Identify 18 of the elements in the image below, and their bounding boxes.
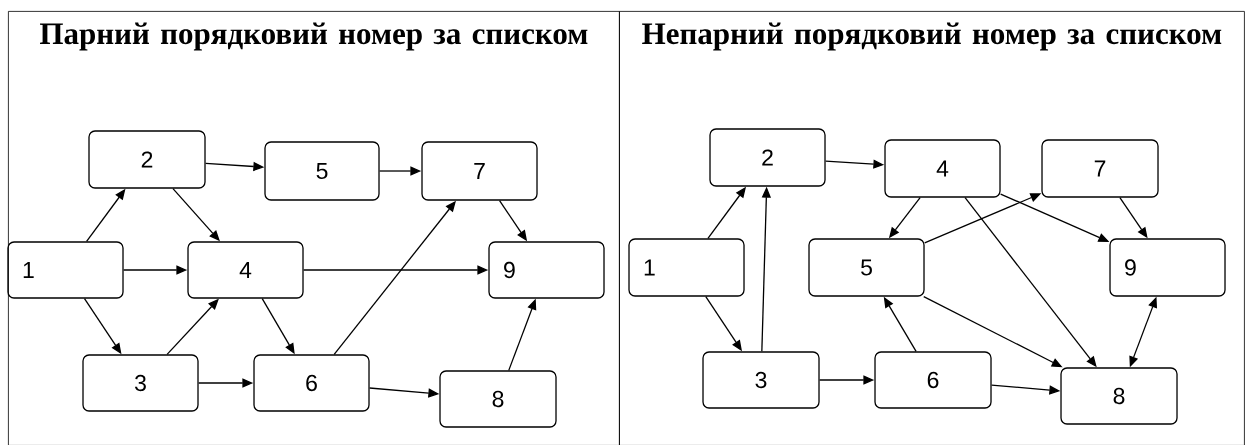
process-box: 3 [82,354,199,412]
process-box: 8 [439,370,557,428]
process-box: 7 [1041,139,1159,198]
process-box: 7 [421,141,538,201]
process-box: 3 [702,351,820,409]
process-box: 9 [1109,238,1226,297]
process-box: 1 [7,241,124,299]
process-box: 2 [709,128,826,187]
process-box: 4 [187,241,304,299]
process-box: 8 [1060,367,1178,425]
process-box: 6 [253,354,370,412]
process-box: 5 [808,238,925,297]
process-box: 4 [884,139,1001,198]
process-box: 6 [874,351,992,409]
process-box: 9 [488,241,605,299]
process-box: 2 [88,130,206,189]
process-box: 5 [264,141,380,201]
process-box: 1 [628,238,745,297]
